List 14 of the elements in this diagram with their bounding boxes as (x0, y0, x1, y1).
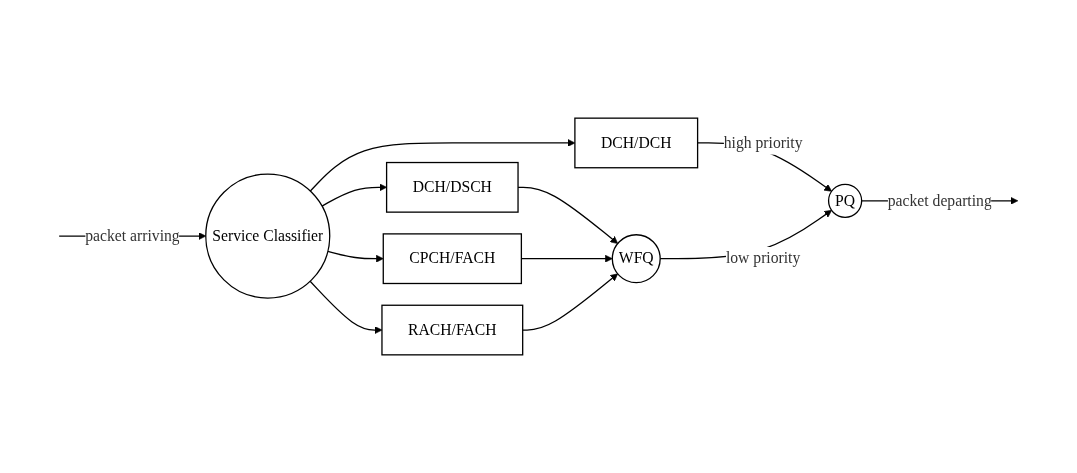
arrow (321, 183, 387, 207)
edge-label: packet arriving (85, 226, 180, 245)
node-circle: PQ (827, 183, 863, 218)
node-box: DCH/DSCH (385, 161, 519, 213)
node-box: DCH/DCH (574, 117, 699, 169)
edge-label: high priority (723, 133, 803, 152)
node-box: RACH/FACH (381, 304, 524, 356)
edge-label: packet departing (887, 191, 992, 210)
node-circle: Service Classifier (205, 173, 331, 299)
node-box: CPCH/FACH (382, 233, 523, 285)
node-circle: WFQ (611, 234, 661, 284)
arrow (327, 250, 384, 263)
arrow (522, 273, 619, 331)
edge-label: low priority (725, 249, 801, 267)
